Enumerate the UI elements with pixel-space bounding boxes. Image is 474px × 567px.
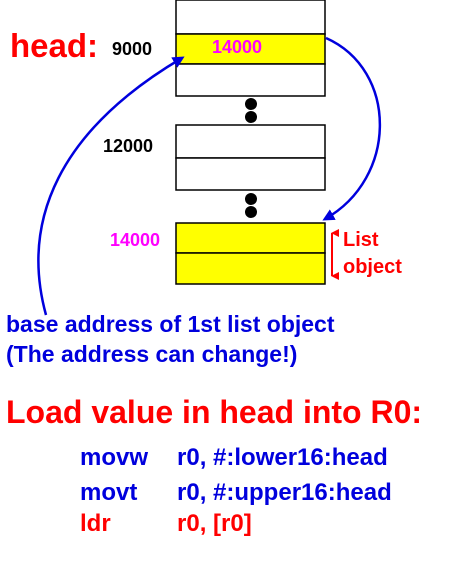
pointer-arrow [322, 36, 381, 221]
code-op-movw: movw [80, 444, 149, 471]
memory-cell-head [175, 33, 326, 65]
list-address: 14000 [110, 230, 161, 250]
memory-cell-after-12000 [175, 157, 326, 191]
memory-cell-above-head [175, 0, 326, 35]
caption-arrow [37, 56, 185, 316]
ellipsis-dot [245, 111, 257, 123]
caption-line1: base address of 1st list object [6, 311, 335, 337]
section-heading: Load value in head into R0: [6, 394, 423, 430]
code-args-movw: r0, #:lower16:head [177, 444, 388, 471]
head-label: head: [10, 27, 99, 64]
head-value: 14000 [212, 37, 263, 57]
caption-line2: (The address can change!) [6, 341, 298, 367]
list-object-cell-2 [175, 252, 326, 285]
memory-cell-12000 [175, 124, 326, 159]
ellipsis-dot [245, 98, 257, 110]
memory-cell-below-head [175, 63, 326, 97]
list-label-line2: object [343, 256, 402, 278]
ellipsis-dot [245, 206, 257, 218]
code-args-movt: r0, #:upper16:head [177, 479, 392, 506]
code-op-movt: movt [80, 479, 138, 506]
list-object-cell-1 [175, 222, 326, 254]
middle-address: 12000 [103, 136, 154, 156]
ellipsis-dot [245, 193, 257, 205]
code-args-ldr: r0, [r0] [177, 510, 252, 537]
code-op-ldr: ldr [80, 510, 111, 537]
list-label-line1: List [343, 229, 379, 251]
head-address: 9000 [112, 39, 153, 59]
